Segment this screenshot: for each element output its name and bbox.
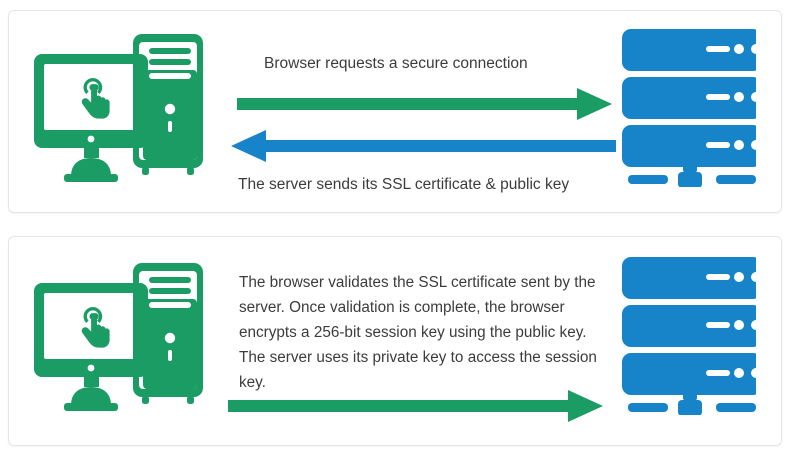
server-base-plug (628, 392, 756, 416)
arrow-server-to-client (231, 129, 616, 163)
arrow-client-to-server (237, 87, 612, 121)
desktop-computer-icon (30, 255, 210, 415)
server-rack-icon (606, 255, 762, 416)
paragraph-session-key-explanation: The browser validates the SSL certificat… (239, 274, 597, 391)
panel-handshake-step-1: Browser requests a secure connection The… (8, 10, 782, 213)
arrow-session-key-to-server (228, 389, 603, 423)
caption-server-response: The server sends its SSL certificate & p… (238, 176, 570, 193)
caption-browser-request: Browser requests a secure connection (264, 55, 528, 72)
server-base-plug (628, 164, 756, 188)
server-rack-icon (606, 27, 762, 188)
desktop-computer-icon (30, 26, 210, 186)
